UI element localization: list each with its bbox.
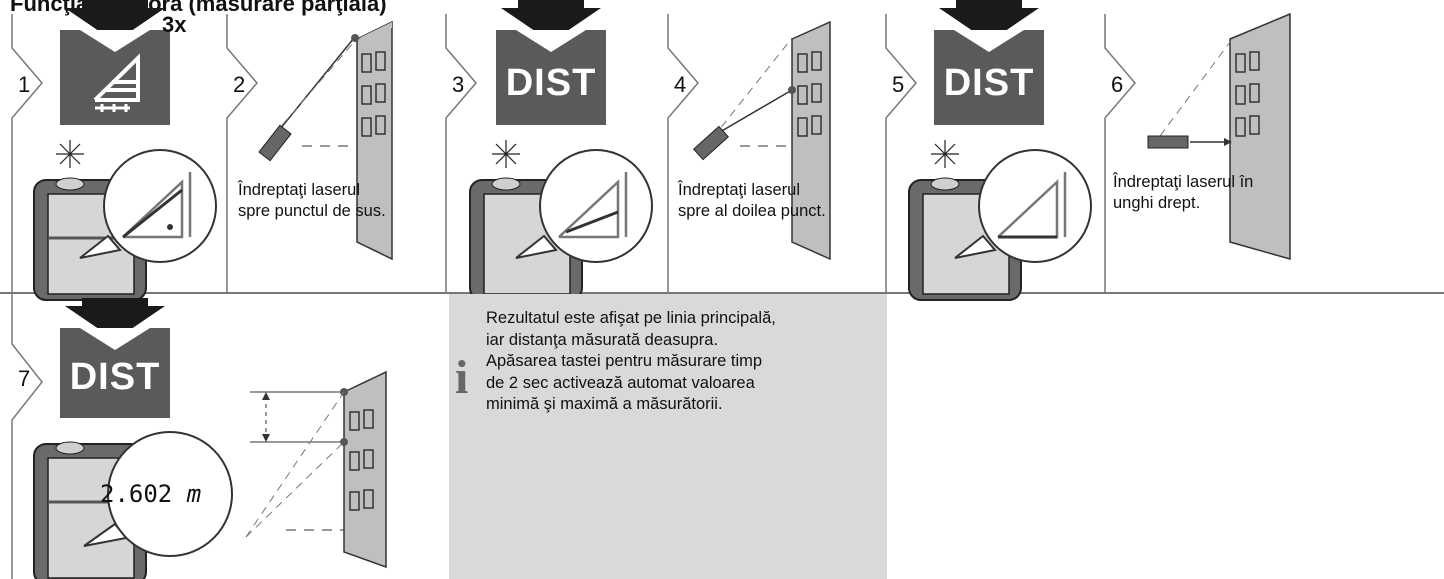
dist-key-label-7: DIST xyxy=(69,356,161,398)
info-icon: i xyxy=(455,351,469,404)
dist-key-3[interactable] xyxy=(496,0,606,130)
row-divider xyxy=(0,292,1444,294)
dist-key-label-5: DIST xyxy=(943,62,1035,104)
step-number-7: 7 xyxy=(18,366,31,391)
building-diagram-2 xyxy=(258,20,393,261)
dist-key-5[interactable] xyxy=(934,0,1044,130)
step-number-2: 2 xyxy=(233,72,246,97)
dist-key-label-3: DIST xyxy=(505,62,597,104)
dist-key-7[interactable] xyxy=(60,298,170,423)
laser-device-7 xyxy=(33,431,233,579)
step-number-6: 6 xyxy=(1111,72,1124,97)
laser-device-3 xyxy=(469,140,653,301)
building-diagram-7 xyxy=(245,370,387,569)
building-diagram-4 xyxy=(692,20,831,261)
laser-device-1 xyxy=(33,140,217,301)
step-chevron-row2 xyxy=(11,294,43,579)
pythagoras-key-icon[interactable] xyxy=(60,0,170,130)
step-number-4: 4 xyxy=(674,72,687,97)
step-number-1: 1 xyxy=(18,72,31,97)
step-chevrons-row1 xyxy=(11,14,1136,292)
laser-device-5 xyxy=(908,140,1092,301)
step-number-3: 3 xyxy=(452,72,465,97)
info-panel xyxy=(449,294,887,579)
step-number-5: 5 xyxy=(892,72,905,97)
info-text: Rezultatul este afişat pe linia principa… xyxy=(486,309,776,413)
press-count-badge: 3x xyxy=(162,12,187,37)
building-diagram-6 xyxy=(1147,12,1291,260)
display-readout: 2.602 m xyxy=(100,480,202,508)
